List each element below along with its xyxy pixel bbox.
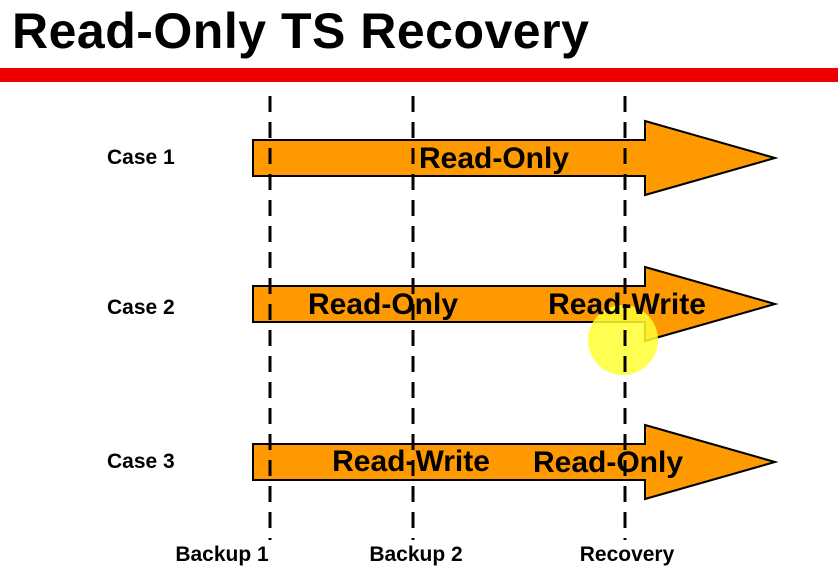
case-3-arrow [252,423,779,501]
case-2-segment-2-label: Read-Write [548,288,706,321]
case-3-label: Case 3 [107,450,175,473]
backup-1-label: Backup 1 [175,543,269,566]
case-1-label: Case 1 [107,146,175,169]
case-3-segment-2-label: Read-Only [533,446,683,479]
page-title: Read-Only TS Recovery [12,3,590,59]
case-1-segment-1-label: Read-Only [419,142,569,175]
case-1-arrow [252,119,779,197]
backup-2-label: Backup 2 [369,543,463,566]
case-2-arrow [252,265,779,343]
title-underline-bar [0,68,838,82]
case-3-segment-1-label: Read-Write [332,445,490,478]
case-2-segment-1-label: Read-Only [308,288,458,321]
cursor-highlight [588,305,658,375]
recovery-label: Recovery [579,543,675,566]
case-2-label: Case 2 [107,296,175,319]
